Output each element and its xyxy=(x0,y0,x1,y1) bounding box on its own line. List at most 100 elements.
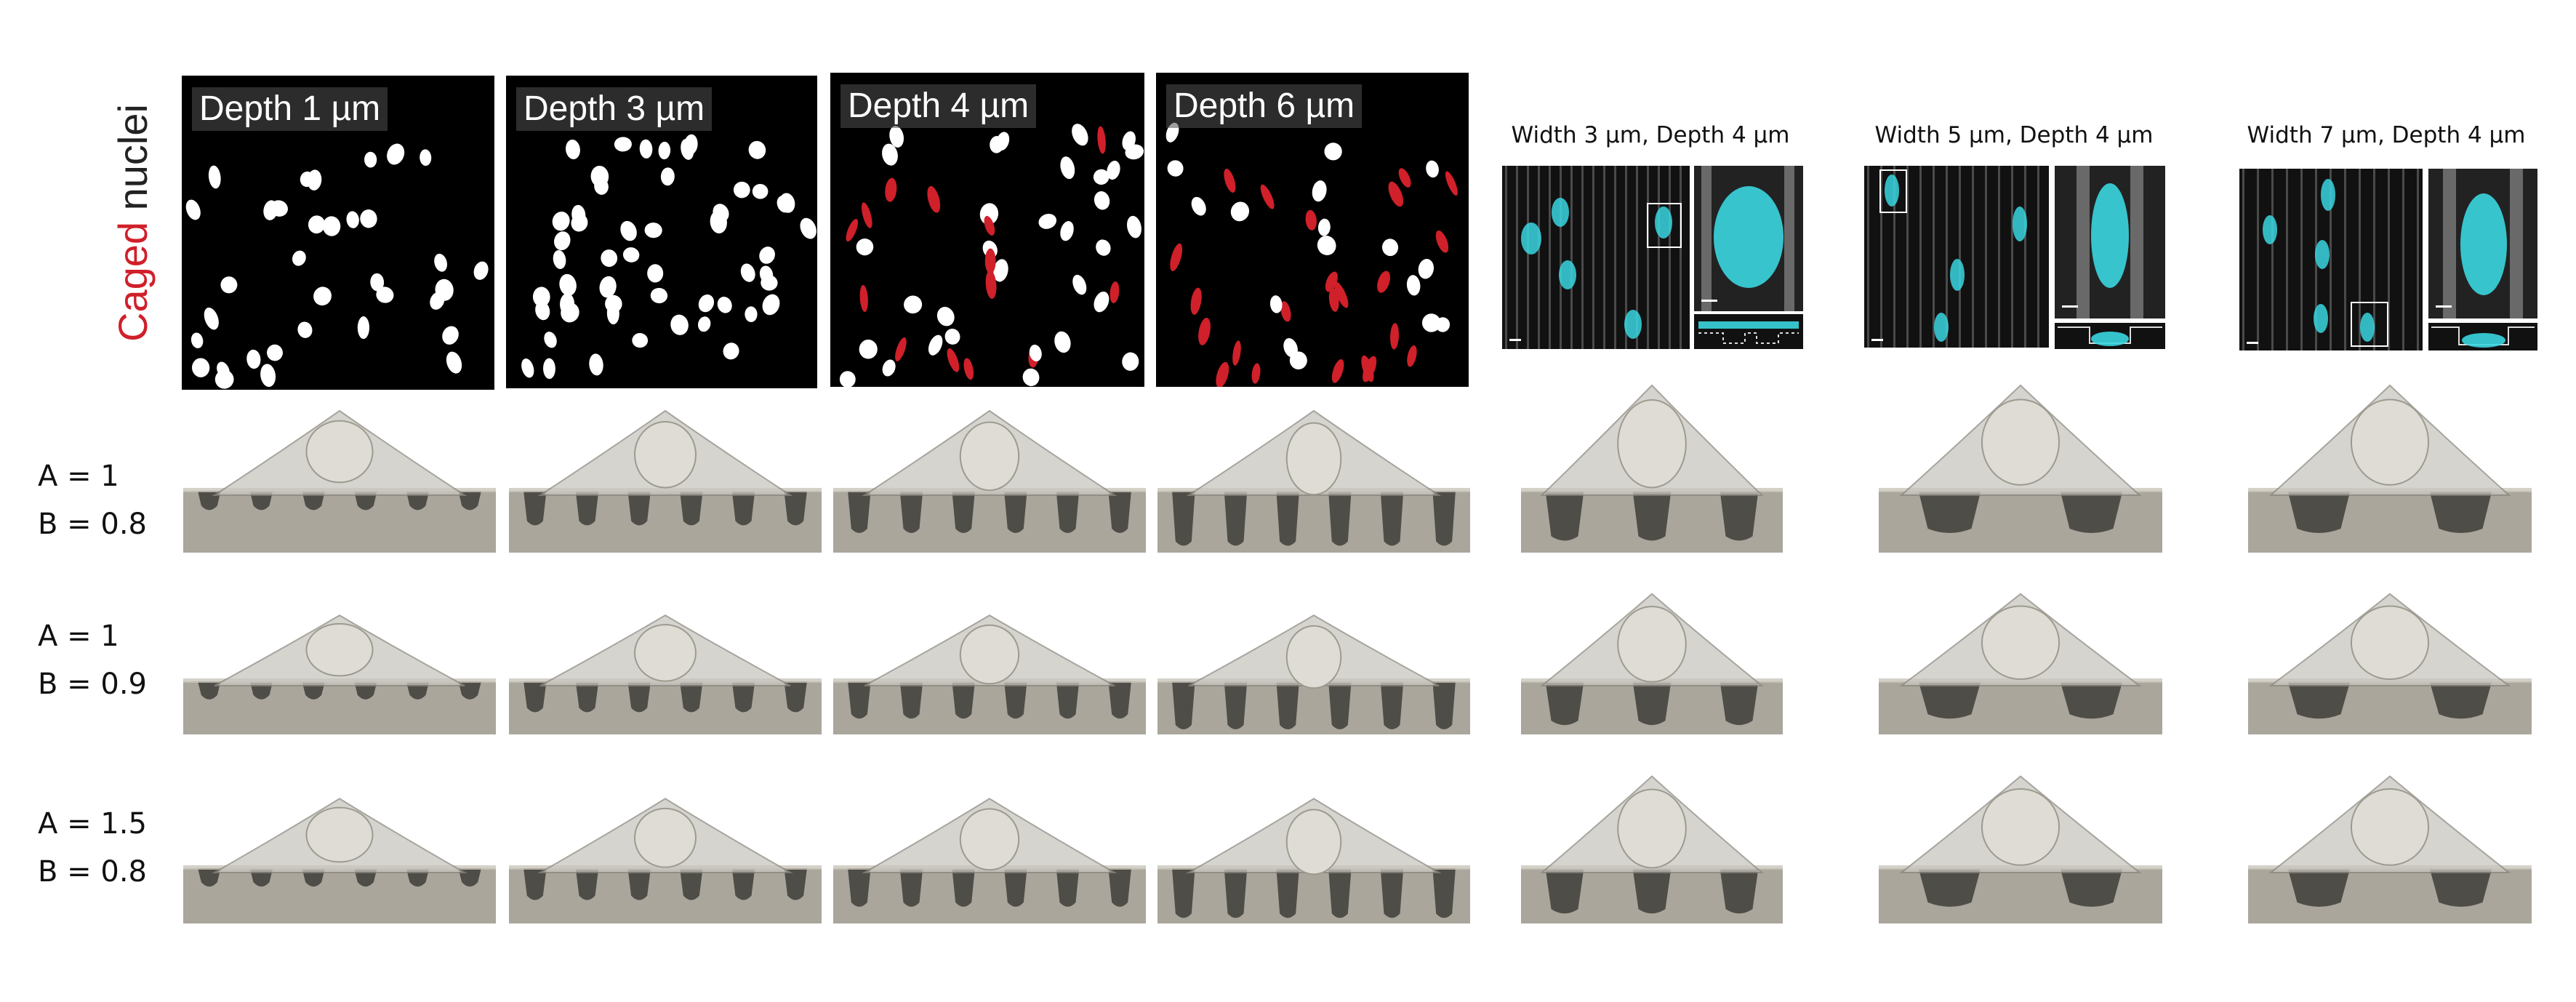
nucleus-blob xyxy=(670,314,689,335)
nucleus-blob xyxy=(745,306,758,322)
nucleus-blob xyxy=(1029,345,1042,361)
nucleus-blob xyxy=(430,292,445,310)
groove xyxy=(952,491,975,533)
groove xyxy=(1276,491,1299,546)
groove xyxy=(2060,868,2123,907)
groove xyxy=(1056,681,1080,719)
nucleus-blob xyxy=(856,239,874,256)
nucleus-blob xyxy=(698,294,715,313)
groove xyxy=(2287,868,2351,907)
row-label-3: A = 1.5 B = 0.8 xyxy=(38,800,147,896)
nucleus-blob xyxy=(360,209,377,228)
nucleus-blob xyxy=(1388,181,1404,207)
nucleus-blob xyxy=(1435,230,1449,253)
nucleus-blob xyxy=(364,151,377,168)
groove xyxy=(1632,868,1672,914)
cell-nucleus xyxy=(959,624,1020,685)
nucleus-blob xyxy=(553,249,566,269)
nucleus-blob xyxy=(308,215,326,234)
nucleus-blob xyxy=(723,342,739,360)
nucleus-blob xyxy=(267,344,283,361)
nucleus-blob xyxy=(1445,171,1458,196)
groove xyxy=(1276,681,1299,729)
groove xyxy=(2060,681,2123,719)
cell-render xyxy=(1879,593,2162,734)
nucleus-blob xyxy=(1280,301,1291,322)
groove xyxy=(1224,681,1248,729)
nucleus-blob xyxy=(571,204,586,225)
nucleus-blob xyxy=(1305,209,1317,231)
substrate xyxy=(183,868,496,923)
groove xyxy=(1172,868,1195,918)
groove xyxy=(1720,681,1759,726)
nucleus-blob xyxy=(1324,143,1342,161)
nucleus-blob xyxy=(246,349,261,369)
caged-nuclei-label: Caged nuclei xyxy=(108,0,159,342)
nucleus-blob xyxy=(759,265,774,284)
micro-xz-width-5 xyxy=(2055,323,2165,349)
row-label-2: A = 1 B = 0.9 xyxy=(38,612,147,708)
cell-nucleus xyxy=(305,420,374,484)
nucleus-blob xyxy=(1093,169,1110,185)
nucleus-blob xyxy=(1096,239,1111,256)
cell-render xyxy=(1157,409,1470,553)
substrate xyxy=(1157,681,1470,734)
groove xyxy=(784,681,807,713)
groove xyxy=(1545,681,1584,726)
substrate xyxy=(833,491,1146,553)
nuclei-word: nuclei xyxy=(110,104,156,222)
nucleus-blob xyxy=(1328,288,1339,312)
groove xyxy=(1004,868,1027,907)
nucleus-blob xyxy=(606,302,619,325)
nucleus-blob xyxy=(985,270,997,300)
nucleus-blob xyxy=(697,316,711,332)
micro-main-width-5 xyxy=(1864,166,2049,348)
groove xyxy=(627,868,651,900)
groove xyxy=(1276,868,1299,918)
nucleus-blob xyxy=(599,276,617,298)
nucleus-blob xyxy=(1038,214,1057,229)
depth-label: Depth 4 µm xyxy=(840,84,1037,128)
nucleus-blob xyxy=(217,361,230,379)
nucleus-blob xyxy=(1097,126,1106,154)
a-label: A = 1.5 xyxy=(38,807,147,841)
nucleus-blob xyxy=(1060,156,1075,180)
substrate xyxy=(1157,491,1470,553)
cell-nucleus xyxy=(959,808,1020,871)
nucleus-blob xyxy=(658,141,671,160)
groove xyxy=(1432,681,1456,729)
nucleus-blob xyxy=(993,259,1008,282)
cell-render xyxy=(1879,775,2162,923)
nucleus-blob xyxy=(260,364,276,388)
nucleus-blob xyxy=(446,351,462,374)
micro-zoom-width-7 xyxy=(2428,169,2537,318)
groove xyxy=(2429,681,2492,719)
nucleus-blob xyxy=(710,210,727,234)
nucleus-blob xyxy=(370,273,385,292)
nucleus-blob xyxy=(204,307,219,330)
depth-label: Depth 1 µm xyxy=(192,87,388,131)
caged-word: Caged xyxy=(110,221,156,342)
nucleus-blob xyxy=(1191,196,1206,216)
nucleus-blob xyxy=(889,126,904,148)
nucleus-blob xyxy=(963,358,974,380)
nucleus-blob xyxy=(297,321,313,338)
nucleus-blob xyxy=(927,185,941,213)
cell-nucleus xyxy=(1285,422,1342,496)
nucleus-blob xyxy=(434,253,447,272)
groove xyxy=(1632,491,1672,541)
groove xyxy=(1328,868,1352,918)
nucleus-blob xyxy=(740,263,755,282)
groove xyxy=(2429,868,2492,907)
groove xyxy=(1380,681,1404,729)
micro-main-width-7 xyxy=(2239,169,2423,350)
nucleus-blob xyxy=(777,195,792,213)
cell-render xyxy=(1521,775,1783,923)
groove xyxy=(952,681,975,719)
nucleus-blob xyxy=(1110,281,1120,303)
groove xyxy=(575,681,599,713)
groove xyxy=(784,491,807,526)
cell-nucleus xyxy=(1617,788,1687,869)
nucleus-blob xyxy=(752,183,769,199)
cell-nucleus xyxy=(305,622,374,677)
